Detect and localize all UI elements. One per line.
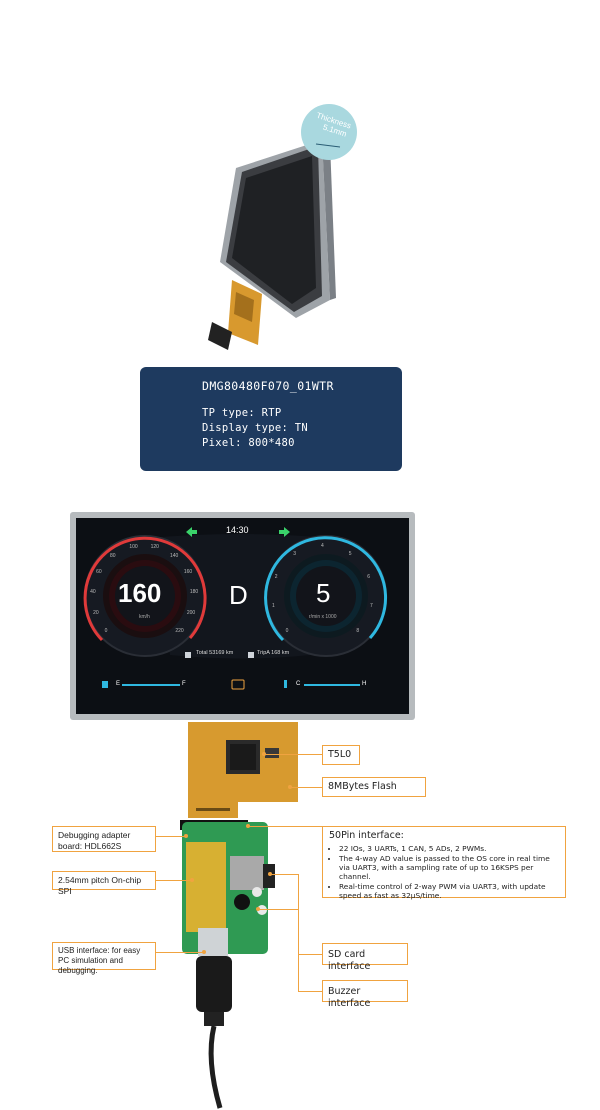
fuel-full: F bbox=[182, 681, 186, 687]
speed-tick-label: 60 bbox=[96, 569, 102, 576]
callout-50pin-interface: 50Pin interface: 22 IOs, 3 UARTs, 1 CAN,… bbox=[322, 826, 566, 900]
dashboard-time: 14:30 bbox=[226, 525, 249, 535]
temp-hot: H bbox=[362, 681, 367, 687]
rpm-tick-label: 3 bbox=[293, 551, 296, 558]
fpc-cable bbox=[208, 280, 262, 350]
speed-tick-label: 220 bbox=[175, 628, 184, 635]
speed-tick-label: 0 bbox=[104, 628, 108, 635]
speed-tick-label: 40 bbox=[90, 589, 96, 596]
left-arrow-icon bbox=[186, 527, 197, 537]
speed-tick-label: 120 bbox=[150, 544, 159, 551]
speed-tick-label: 160 bbox=[183, 569, 193, 576]
trip-icon bbox=[248, 652, 254, 658]
callout-flash: 8MBytes Flash bbox=[322, 777, 426, 797]
rpm-tick-label: 2 bbox=[274, 573, 278, 580]
speed-unit: km/h bbox=[139, 614, 150, 620]
rpm-gauge bbox=[264, 535, 388, 657]
callout-buzzer: Buzzer interface bbox=[322, 980, 408, 1009]
rpm-tick-label: 8 bbox=[356, 628, 360, 635]
temp-cold: C bbox=[296, 681, 301, 687]
callout-sd-card: SD card interface bbox=[322, 943, 408, 972]
rpm-tick-label: 0 bbox=[285, 628, 289, 635]
callout-spi: 2.54mm pitch On-chip SPI bbox=[52, 871, 156, 896]
speed-tick-label: 200 bbox=[186, 610, 196, 617]
interface-item: The 4-way AD value is passed to the OS c… bbox=[339, 854, 559, 881]
rpm-unit: r/min x 1000 bbox=[309, 614, 337, 620]
right-arrow-icon bbox=[279, 527, 290, 537]
engine-warning-icon bbox=[231, 679, 245, 690]
usb-cable bbox=[196, 956, 232, 1109]
total-odometer: Total 53169 km bbox=[196, 650, 234, 656]
odometer-icon bbox=[185, 652, 191, 658]
rpm-value: 5 bbox=[316, 578, 331, 608]
product-display-module: Thickness 5.1mm bbox=[208, 104, 357, 350]
rpm-tick-label: 6 bbox=[367, 573, 370, 580]
temp-bar bbox=[304, 684, 360, 686]
interface-item: Real-time control of 2-way PWM via UART3… bbox=[339, 882, 559, 900]
fuel-empty: E bbox=[116, 681, 121, 687]
tp-type: TP type: RTP bbox=[202, 407, 282, 419]
interface-title: 50Pin interface: bbox=[329, 830, 404, 841]
speed-tick-label: 180 bbox=[189, 589, 199, 596]
adapter-board bbox=[182, 822, 275, 956]
pixel-resolution: Pixel: 800*480 bbox=[202, 437, 295, 449]
gear-indicator: D bbox=[229, 580, 248, 610]
callout-usb: USB interface: for easy PC simulation an… bbox=[52, 942, 156, 975]
rpm-tick-label: 7 bbox=[370, 602, 373, 609]
rpm-tick-label: 5 bbox=[348, 551, 352, 558]
speed-tick-label: 20 bbox=[93, 610, 99, 617]
speed-value: 160 bbox=[118, 578, 162, 608]
callout-debug-board: Debugging adapter board: HDL662S bbox=[52, 826, 156, 852]
board-illustration bbox=[70, 512, 415, 1109]
rpm-tick-label: 1 bbox=[271, 602, 275, 609]
fuel-pump-icon bbox=[102, 681, 108, 688]
speed-tick-label: 140 bbox=[169, 552, 179, 559]
lcd-panel bbox=[220, 140, 336, 318]
interface-item: 22 IOs, 3 UARTs, 1 CAN, 5 ADs, 2 PWMs. bbox=[339, 844, 559, 853]
speed-tick-label: 100 bbox=[129, 544, 138, 551]
callout-t5l0: T5L0 bbox=[322, 745, 360, 765]
display-type: Display type: TN bbox=[202, 422, 308, 434]
temperature-icon bbox=[284, 680, 287, 688]
speed-gauge bbox=[83, 535, 207, 657]
speed-tick-label: 80 bbox=[110, 552, 116, 559]
trip-odometer: TripA 168 km bbox=[257, 650, 290, 656]
fuel-bar bbox=[122, 684, 180, 686]
model-name: DMG80480F070_01WTR bbox=[202, 379, 334, 393]
thickness-badge: Thickness 5.1mm bbox=[301, 104, 357, 160]
rpm-tick-label: 4 bbox=[321, 543, 324, 549]
spec-card: DMG80480F070_01WTR TP type: RTP Display … bbox=[140, 367, 402, 471]
main-board-t5l0 bbox=[188, 722, 298, 818]
